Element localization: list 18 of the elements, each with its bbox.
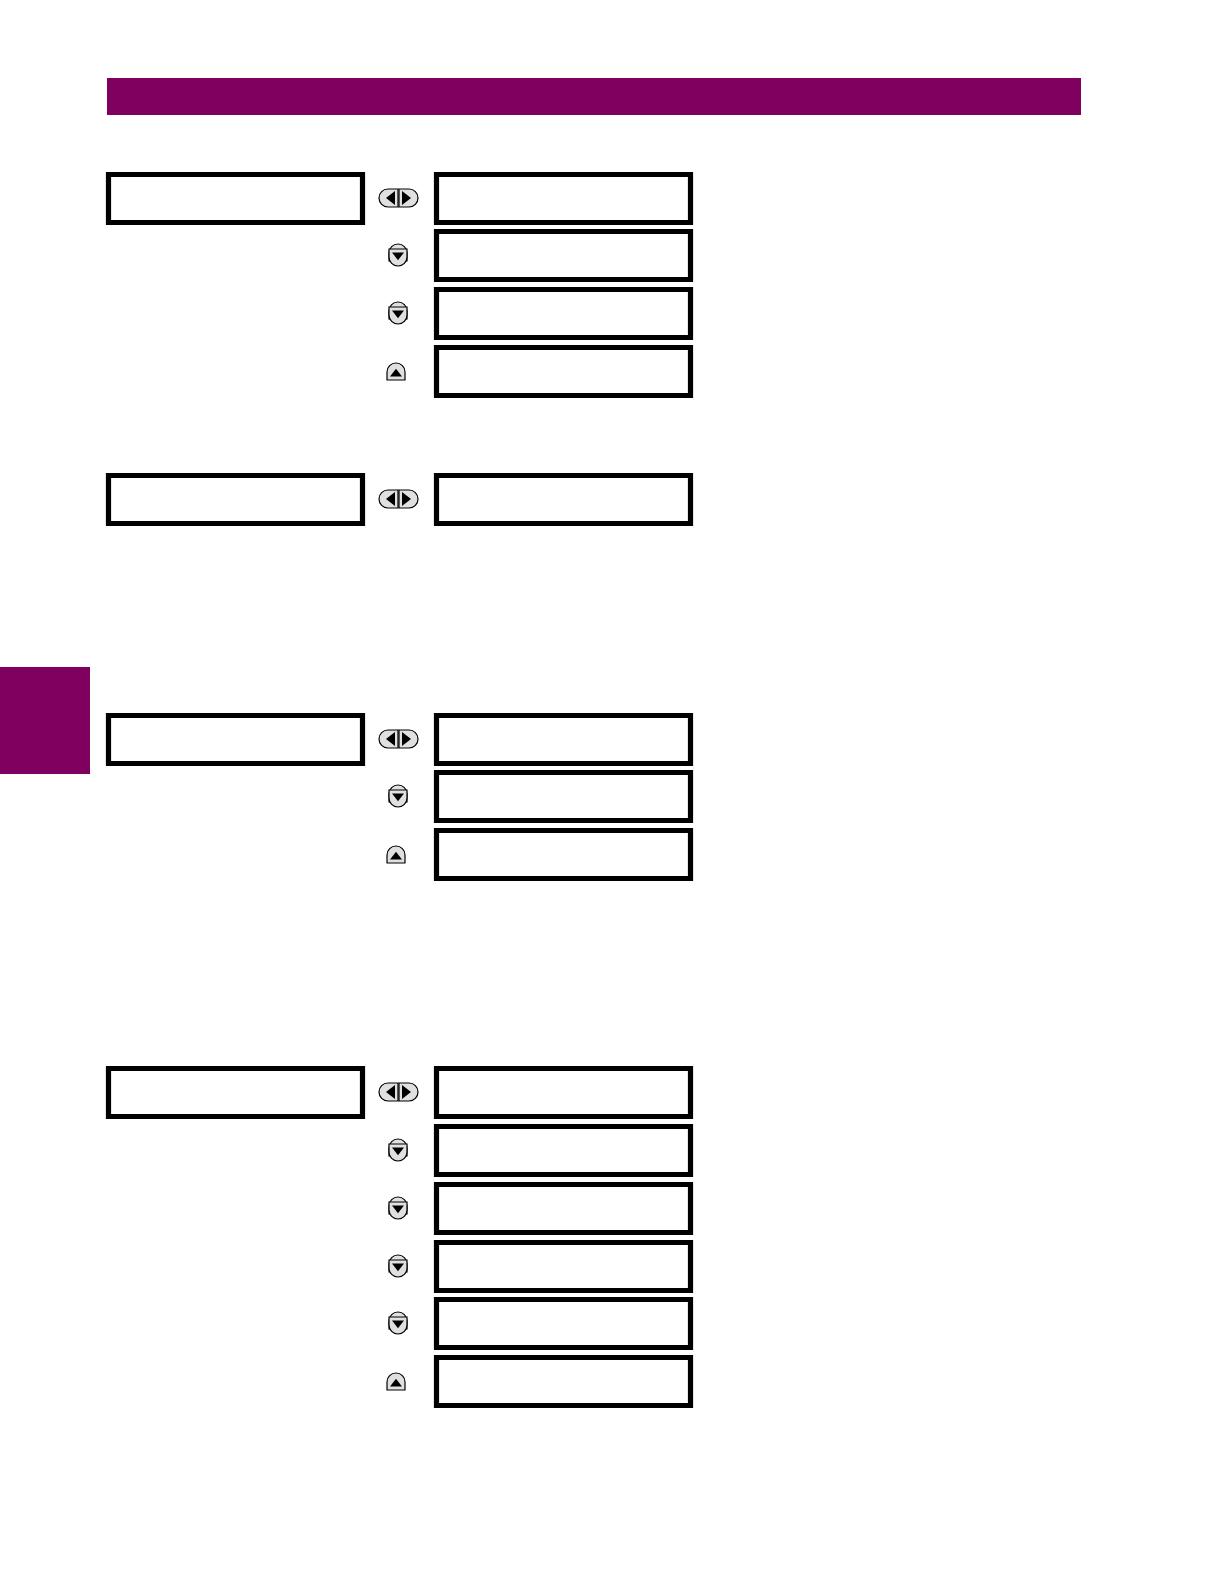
display-box: [105, 171, 366, 226]
display-box: [433, 171, 694, 226]
display-box: [433, 286, 694, 341]
display-box: [433, 827, 694, 882]
display-box: [105, 712, 366, 767]
display-box: [433, 344, 694, 399]
display-box: [433, 1239, 694, 1294]
display-box: [433, 769, 694, 824]
display-box: [433, 1296, 694, 1351]
display-box: [433, 712, 694, 767]
display-box: [433, 1065, 694, 1120]
display-box: [433, 472, 694, 527]
display-box: [433, 1181, 694, 1236]
display-box: [105, 1065, 366, 1120]
display-box: [105, 472, 366, 527]
display-box: [433, 1354, 694, 1409]
display-box: [433, 1123, 694, 1178]
display-box: [433, 228, 694, 283]
